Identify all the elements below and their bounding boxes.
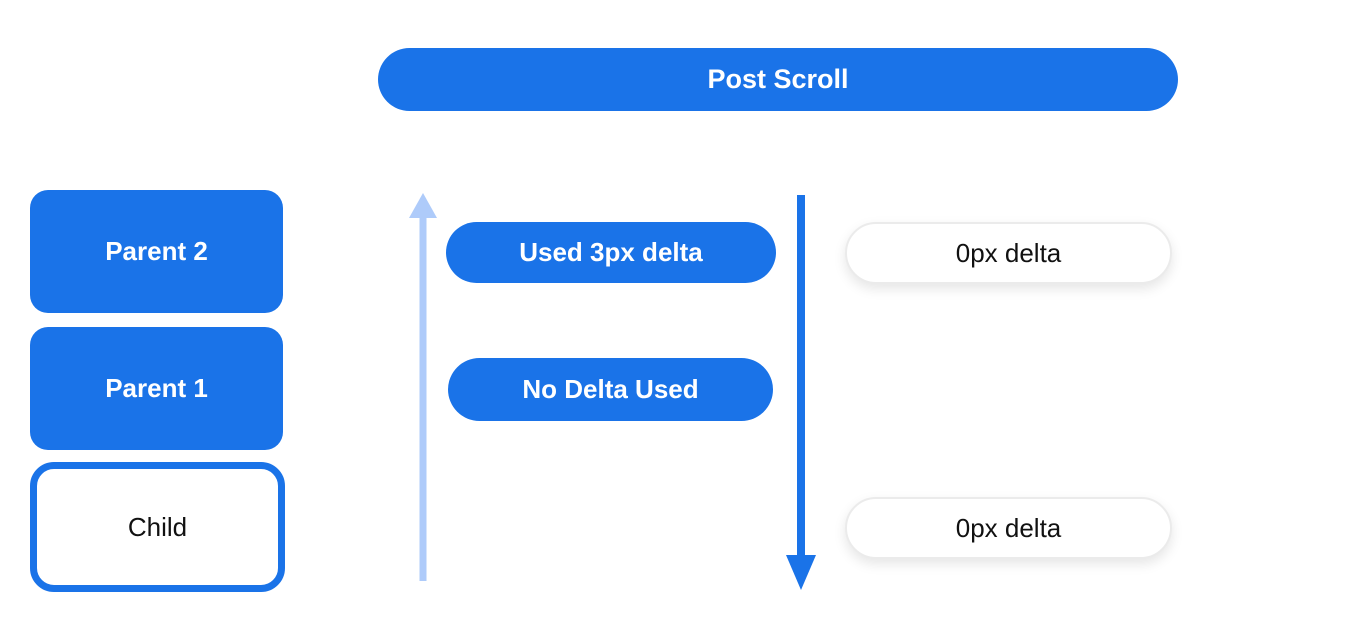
parent1-box: Parent 1 <box>30 327 283 450</box>
post-scroll-header-pill: Post Scroll <box>378 48 1178 111</box>
child-box: Child <box>30 462 285 592</box>
zero-px-delta-bottom-pill: 0px delta <box>845 497 1172 559</box>
zero-px-delta-top-pill: 0px delta <box>845 222 1172 284</box>
down-arrow-icon <box>786 195 816 590</box>
up-arrow-icon <box>409 193 437 581</box>
used-3px-delta-pill: Used 3px delta <box>446 222 776 283</box>
parent2-box: Parent 2 <box>30 190 283 313</box>
no-delta-used-pill: No Delta Used <box>448 358 773 421</box>
